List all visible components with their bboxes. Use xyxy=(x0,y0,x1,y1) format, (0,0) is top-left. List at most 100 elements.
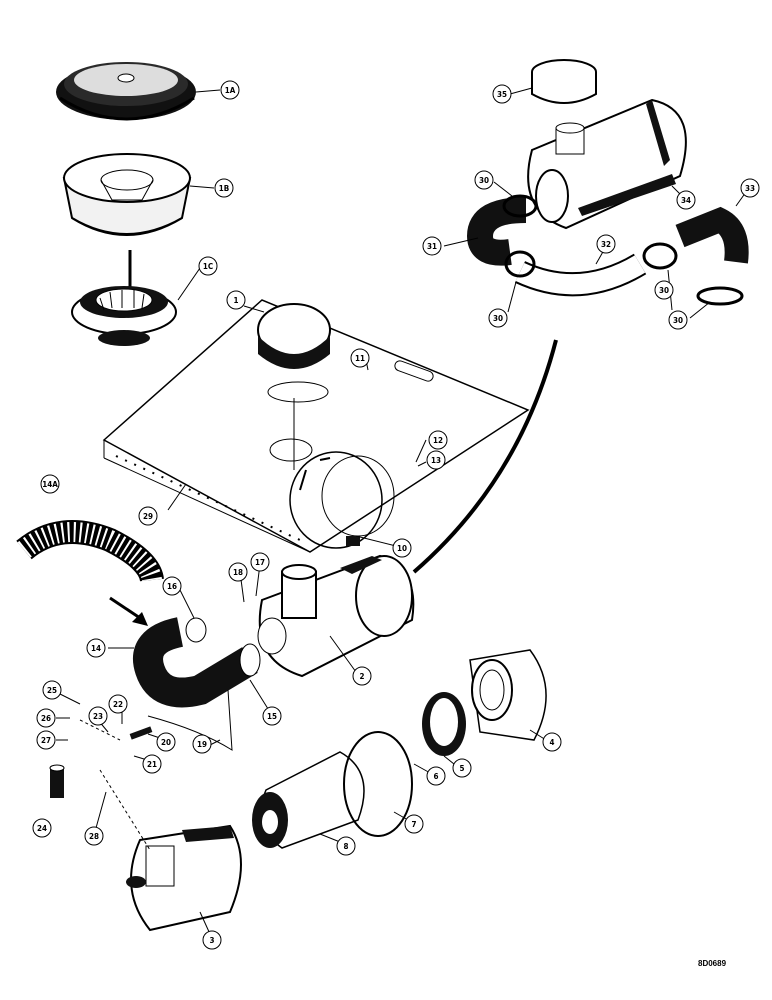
part-29-mounting-plate xyxy=(102,299,530,553)
part-30-clamps xyxy=(502,194,744,306)
callout-1b: 1B xyxy=(214,178,234,198)
callout-2-label: 2 xyxy=(359,672,364,681)
part-24-fitting xyxy=(49,764,65,798)
callout-20-label: 20 xyxy=(161,738,171,747)
callout-30-middle: 30 xyxy=(654,280,674,300)
callout-1a: 1A xyxy=(220,80,240,100)
callout-33: 33 xyxy=(740,178,760,198)
callout-34: 34 xyxy=(676,190,696,210)
callout-12-label: 12 xyxy=(433,436,443,445)
callout-35: 35 xyxy=(492,84,512,104)
callout-34-label: 34 xyxy=(681,196,691,205)
part-1b-bowl xyxy=(62,153,192,236)
callout-8: 8 xyxy=(336,836,356,856)
callout-2: 2 xyxy=(352,666,372,686)
callout-5-label: 5 xyxy=(459,764,464,773)
part-8-filter xyxy=(252,751,365,849)
callout-31-label: 31 xyxy=(427,242,437,251)
callout-1-label: 1 xyxy=(233,296,238,305)
callout-16: 16 xyxy=(162,576,182,596)
callout-28-label: 28 xyxy=(89,832,99,841)
callout-22: 22 xyxy=(108,694,128,714)
callout-30-right: 30 xyxy=(668,310,688,330)
callout-32-label: 32 xyxy=(601,240,611,249)
part-4-element xyxy=(469,649,547,741)
callout-20: 20 xyxy=(156,732,176,752)
arrow xyxy=(109,596,141,620)
callout-30-right-label: 30 xyxy=(673,316,683,325)
callout-26-label: 26 xyxy=(41,714,51,723)
callout-30-upper-label: 30 xyxy=(479,176,489,185)
callout-10-label: 10 xyxy=(397,544,407,553)
callout-7: 7 xyxy=(404,814,424,834)
callout-8-label: 8 xyxy=(343,842,348,851)
callout-1a-label: 1A xyxy=(225,86,236,95)
callout-1c: 1C xyxy=(198,256,218,276)
callout-14-label: 14 xyxy=(91,644,101,653)
part-31-hose xyxy=(466,197,527,266)
part-3-housing xyxy=(126,824,242,932)
document-code: 8D0689 xyxy=(698,959,727,968)
callout-22-label: 22 xyxy=(113,700,123,709)
callout-33-label: 33 xyxy=(745,184,755,193)
callout-6: 6 xyxy=(426,766,446,786)
callout-4-label: 4 xyxy=(549,738,554,747)
callout-25: 25 xyxy=(42,680,62,700)
callout-10: 10 xyxy=(392,538,412,558)
callout-29-label: 29 xyxy=(143,512,153,521)
part-19-strap xyxy=(147,689,233,751)
callout-1b-label: 1B xyxy=(219,184,230,193)
part-2-air-cleaner xyxy=(257,554,415,678)
callout-31: 31 xyxy=(422,236,442,256)
callout-3-label: 3 xyxy=(209,936,214,945)
callout-1: 1 xyxy=(226,290,246,310)
callout-17: 17 xyxy=(250,552,270,572)
callout-14: 14 xyxy=(86,638,106,658)
callout-11-label: 11 xyxy=(355,354,365,363)
part-1a-cap xyxy=(56,62,196,121)
callout-14a: 14A xyxy=(40,474,60,494)
callout-18: 18 xyxy=(228,562,248,582)
callout-13-label: 13 xyxy=(431,456,441,465)
callout-23: 23 xyxy=(88,706,108,726)
callout-7-label: 7 xyxy=(411,820,416,829)
callout-21: 21 xyxy=(142,754,162,774)
callout-6-label: 6 xyxy=(433,772,438,781)
callout-29: 29 xyxy=(138,506,158,526)
part-34-housing xyxy=(527,98,687,230)
callout-24-label: 24 xyxy=(37,824,47,833)
part-5-ring xyxy=(422,692,466,756)
part-1c-precleaner xyxy=(71,250,177,346)
callout-5: 5 xyxy=(452,758,472,778)
callout-19: 19 xyxy=(192,734,212,754)
callout-30-middle-label: 30 xyxy=(659,286,669,295)
callout-28: 28 xyxy=(84,826,104,846)
callout-24: 24 xyxy=(32,818,52,838)
callout-14a-label: 14A xyxy=(42,480,58,489)
callout-4: 4 xyxy=(542,732,562,752)
small-parts-cluster xyxy=(79,719,153,851)
callout-17-label: 17 xyxy=(255,558,265,567)
part-14-elbow-hose xyxy=(133,617,261,708)
cable-line xyxy=(412,339,558,574)
callout-21-label: 21 xyxy=(147,760,157,769)
callout-30-left: 30 xyxy=(488,308,508,328)
callout-15-label: 15 xyxy=(267,712,277,721)
callout-23-label: 23 xyxy=(93,712,103,721)
callout-26: 26 xyxy=(36,708,56,728)
callout-16-label: 16 xyxy=(167,582,177,591)
callout-35-label: 35 xyxy=(497,90,507,99)
callout-11: 11 xyxy=(350,348,370,368)
callout-19-label: 19 xyxy=(197,740,207,749)
callout-30-upper: 30 xyxy=(474,170,494,190)
callout-30-left-label: 30 xyxy=(493,314,503,323)
callout-1c-label: 1C xyxy=(203,262,213,271)
callout-18-label: 18 xyxy=(233,568,243,577)
part-33-hose xyxy=(675,206,749,264)
callout-27: 27 xyxy=(36,730,56,750)
callout-32: 32 xyxy=(596,234,616,254)
callout-13: 13 xyxy=(426,450,446,470)
part-35-cap xyxy=(531,59,597,104)
callout-25-label: 25 xyxy=(47,686,57,695)
